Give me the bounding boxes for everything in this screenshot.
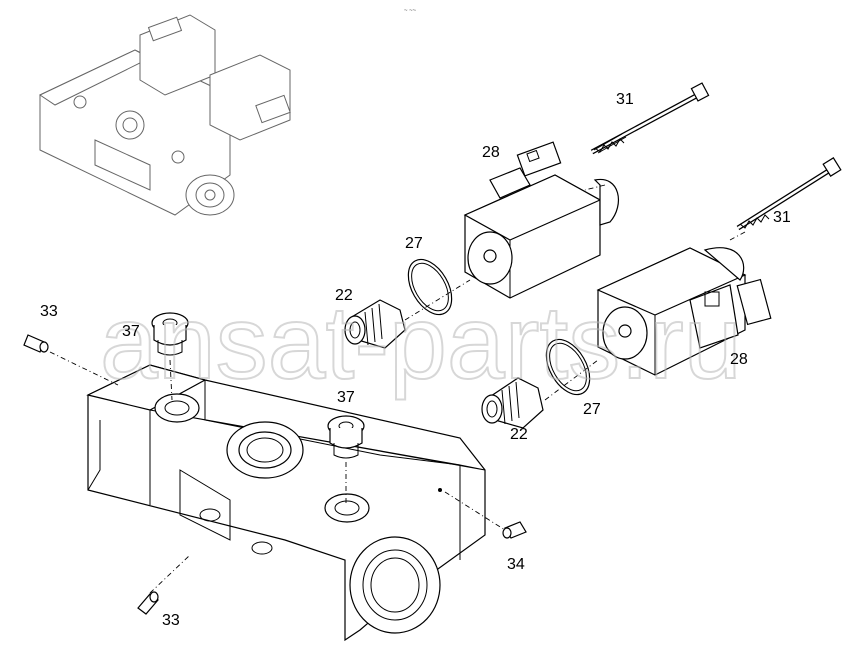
o-ring-27-lower [545, 338, 591, 396]
bolt-31-lower [736, 157, 842, 231]
plug-33-lower [137, 591, 159, 615]
assembly-axis-lines [49, 184, 746, 594]
reference-valve-assembly [38, 14, 291, 216]
plug-37-upper [151, 312, 189, 356]
corner-stamp: ~ ~~ [404, 8, 417, 14]
callout-28-upper: 28 [482, 144, 500, 161]
callout-37-lower: 37 [337, 389, 355, 406]
cartridge-22-upper [344, 299, 406, 349]
callout-22-upper: 22 [335, 287, 353, 304]
callout-31-upper: 31 [616, 91, 634, 108]
plug-34 [502, 521, 527, 539]
callout-33-lower: 33 [162, 612, 180, 629]
o-ring-27-upper [407, 258, 453, 316]
plug-37-lower [327, 415, 365, 459]
manifold-block [86, 364, 486, 642]
callout-31-lower: 31 [773, 209, 791, 226]
watermark: ansat-parts.ru [100, 285, 742, 401]
callout-27-lower: 27 [583, 401, 601, 418]
bolt-31-upper [590, 82, 710, 155]
solenoid-28-lower [596, 247, 772, 376]
callout-37-upper: 37 [122, 323, 140, 340]
callout-34: 34 [507, 556, 525, 573]
callout-28-lower: 28 [730, 351, 748, 368]
plug-33-upper [23, 334, 49, 353]
cartridge-22-lower [481, 377, 544, 429]
solenoid-28-upper [463, 141, 619, 299]
callout-22-lower: 22 [510, 426, 528, 443]
callout-33-upper: 33 [40, 303, 58, 320]
callout-27-upper: 27 [405, 235, 423, 252]
